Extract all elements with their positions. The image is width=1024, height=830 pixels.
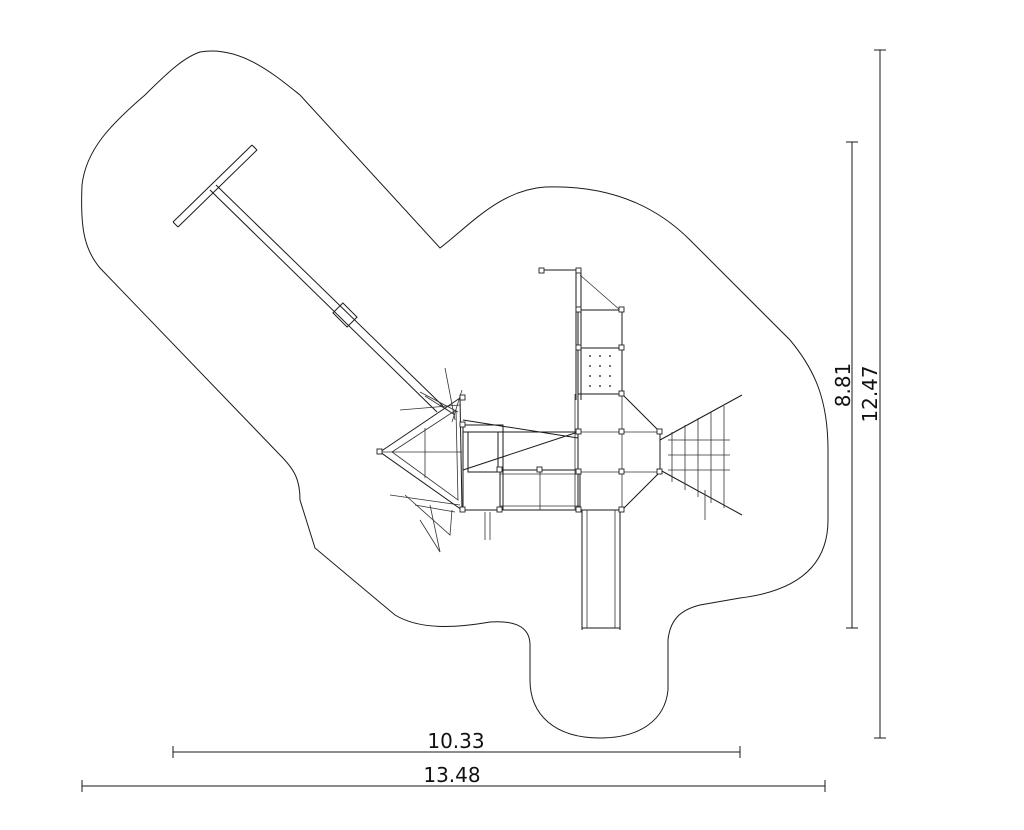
safety-zone-outline [81, 50, 829, 739]
dimension-vertical-outer: 12.47 [858, 49, 886, 739]
post-nodes [376, 267, 663, 513]
net-climber [659, 394, 743, 520]
slide [581, 510, 621, 630]
main-tower [574, 393, 661, 511]
dimension-vertical-inner: 8.81 [831, 141, 858, 629]
top-tower [541, 269, 623, 400]
swing-frame [172, 144, 444, 413]
dimension-horizontal-inner: 10.33 [172, 729, 741, 758]
dimension-label-vertical-inner: 8.81 [831, 363, 855, 408]
left-triangle-platform [379, 397, 463, 511]
dimension-label-horizontal-outer: 13.48 [423, 763, 480, 787]
dimension-label-vertical-outer: 12.47 [858, 365, 882, 422]
dimension-horizontal-outer: 13.48 [81, 763, 826, 792]
dimension-label-horizontal-inner: 10.33 [427, 729, 484, 753]
left-climber-bottom [389, 494, 491, 553]
central-structure [462, 419, 581, 511]
